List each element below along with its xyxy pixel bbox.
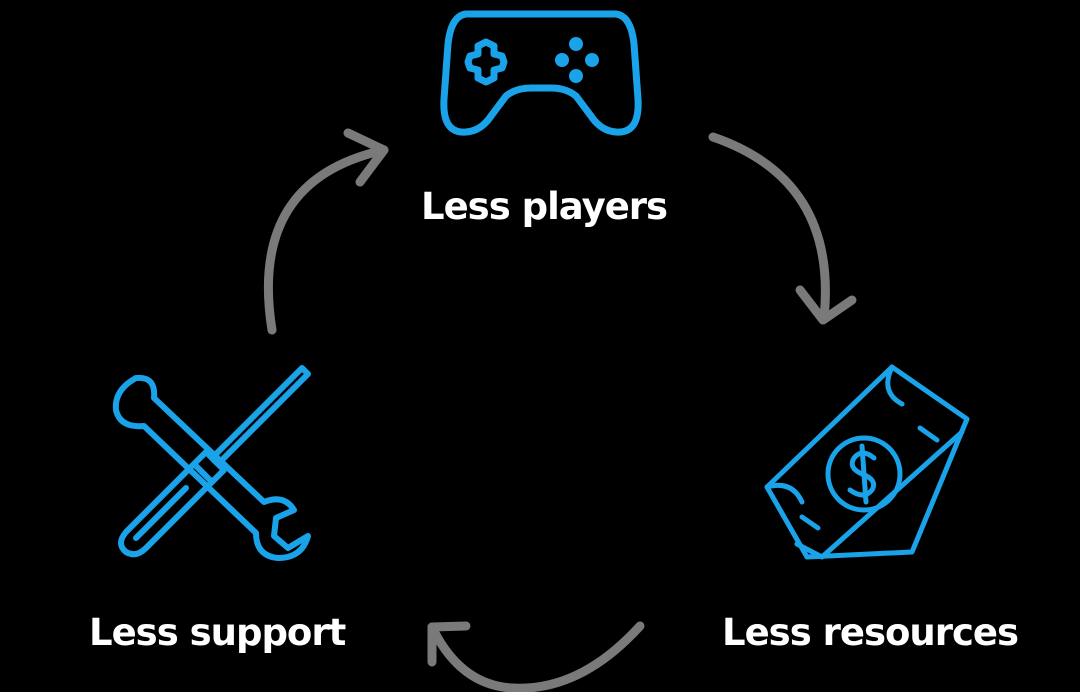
node-label-support: Less support: [89, 611, 346, 654]
node-label-resources: Less resources: [722, 611, 1019, 654]
arrow-support-to-players: [264, 128, 389, 335]
money-icon: [764, 364, 970, 560]
gamepad-icon: [440, 10, 642, 136]
node-label-players: Less players: [421, 185, 668, 228]
arrow-resources-to-support: [427, 621, 645, 692]
arrow-players-to-resources: [708, 132, 857, 325]
tools-icon: [112, 365, 311, 561]
